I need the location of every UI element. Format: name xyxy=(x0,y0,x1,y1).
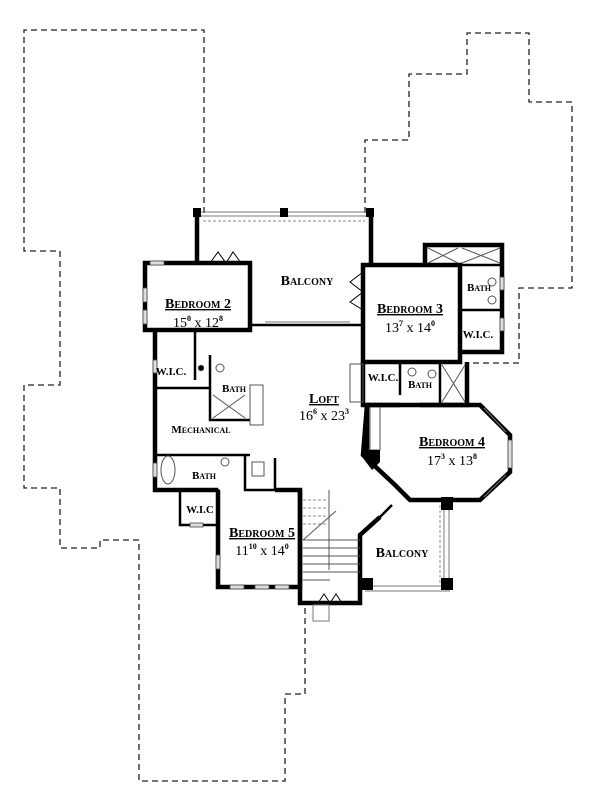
window xyxy=(142,287,148,303)
door-balcony-bedroom3[interactable] xyxy=(349,271,364,311)
left-service-walls xyxy=(152,330,218,493)
bath-label: Bath xyxy=(408,379,433,391)
staircase[interactable] xyxy=(297,490,382,622)
lower-floor-outline-right xyxy=(364,32,573,364)
bath-label: Bath xyxy=(222,383,247,395)
bedroom-3-walls xyxy=(360,262,463,365)
balcony-bottom-label: Balcony xyxy=(376,546,429,561)
bedroom-4-dimensions: 173 x 138 xyxy=(427,452,477,469)
mechanical-label: Mechanical xyxy=(171,424,230,436)
wic-label: W.I.C. xyxy=(463,329,494,341)
balcony-top-railing xyxy=(193,208,374,222)
bedroom-5-dimensions: 1110 x 140 xyxy=(235,542,288,559)
bath-label: Bath xyxy=(467,282,492,294)
bath-3-walls xyxy=(422,242,505,355)
balcony-top-label: Balcony xyxy=(281,274,334,289)
loft-dimensions: 166 x 233 xyxy=(299,407,349,424)
bath-label: Bath xyxy=(192,470,217,482)
bedroom-3-label: Bedroom 3 xyxy=(377,302,443,317)
window xyxy=(149,260,165,266)
wic-label: W.I.C. xyxy=(156,366,187,378)
wic-label: W.I.C xyxy=(186,504,214,516)
bedroom-2-dimensions: 150 x 128 xyxy=(173,314,223,331)
wic-label: W.I.C. xyxy=(368,372,399,384)
bedroom-3-dimensions: 137 x 140 xyxy=(385,319,435,336)
bedroom-4-label: Bedroom 4 xyxy=(419,435,485,450)
loft-label: Loft xyxy=(309,392,339,407)
window xyxy=(142,309,148,325)
door-balcony[interactable] xyxy=(209,251,242,264)
bedroom-4-walls xyxy=(360,402,513,503)
bedroom-2-label: Bedroom 2 xyxy=(165,297,231,312)
balcony-bottom-railing xyxy=(361,497,453,592)
balcony-side-walls xyxy=(194,213,374,265)
bedroom-5-label: Bedroom 5 xyxy=(229,526,295,541)
shower-x xyxy=(427,247,501,264)
